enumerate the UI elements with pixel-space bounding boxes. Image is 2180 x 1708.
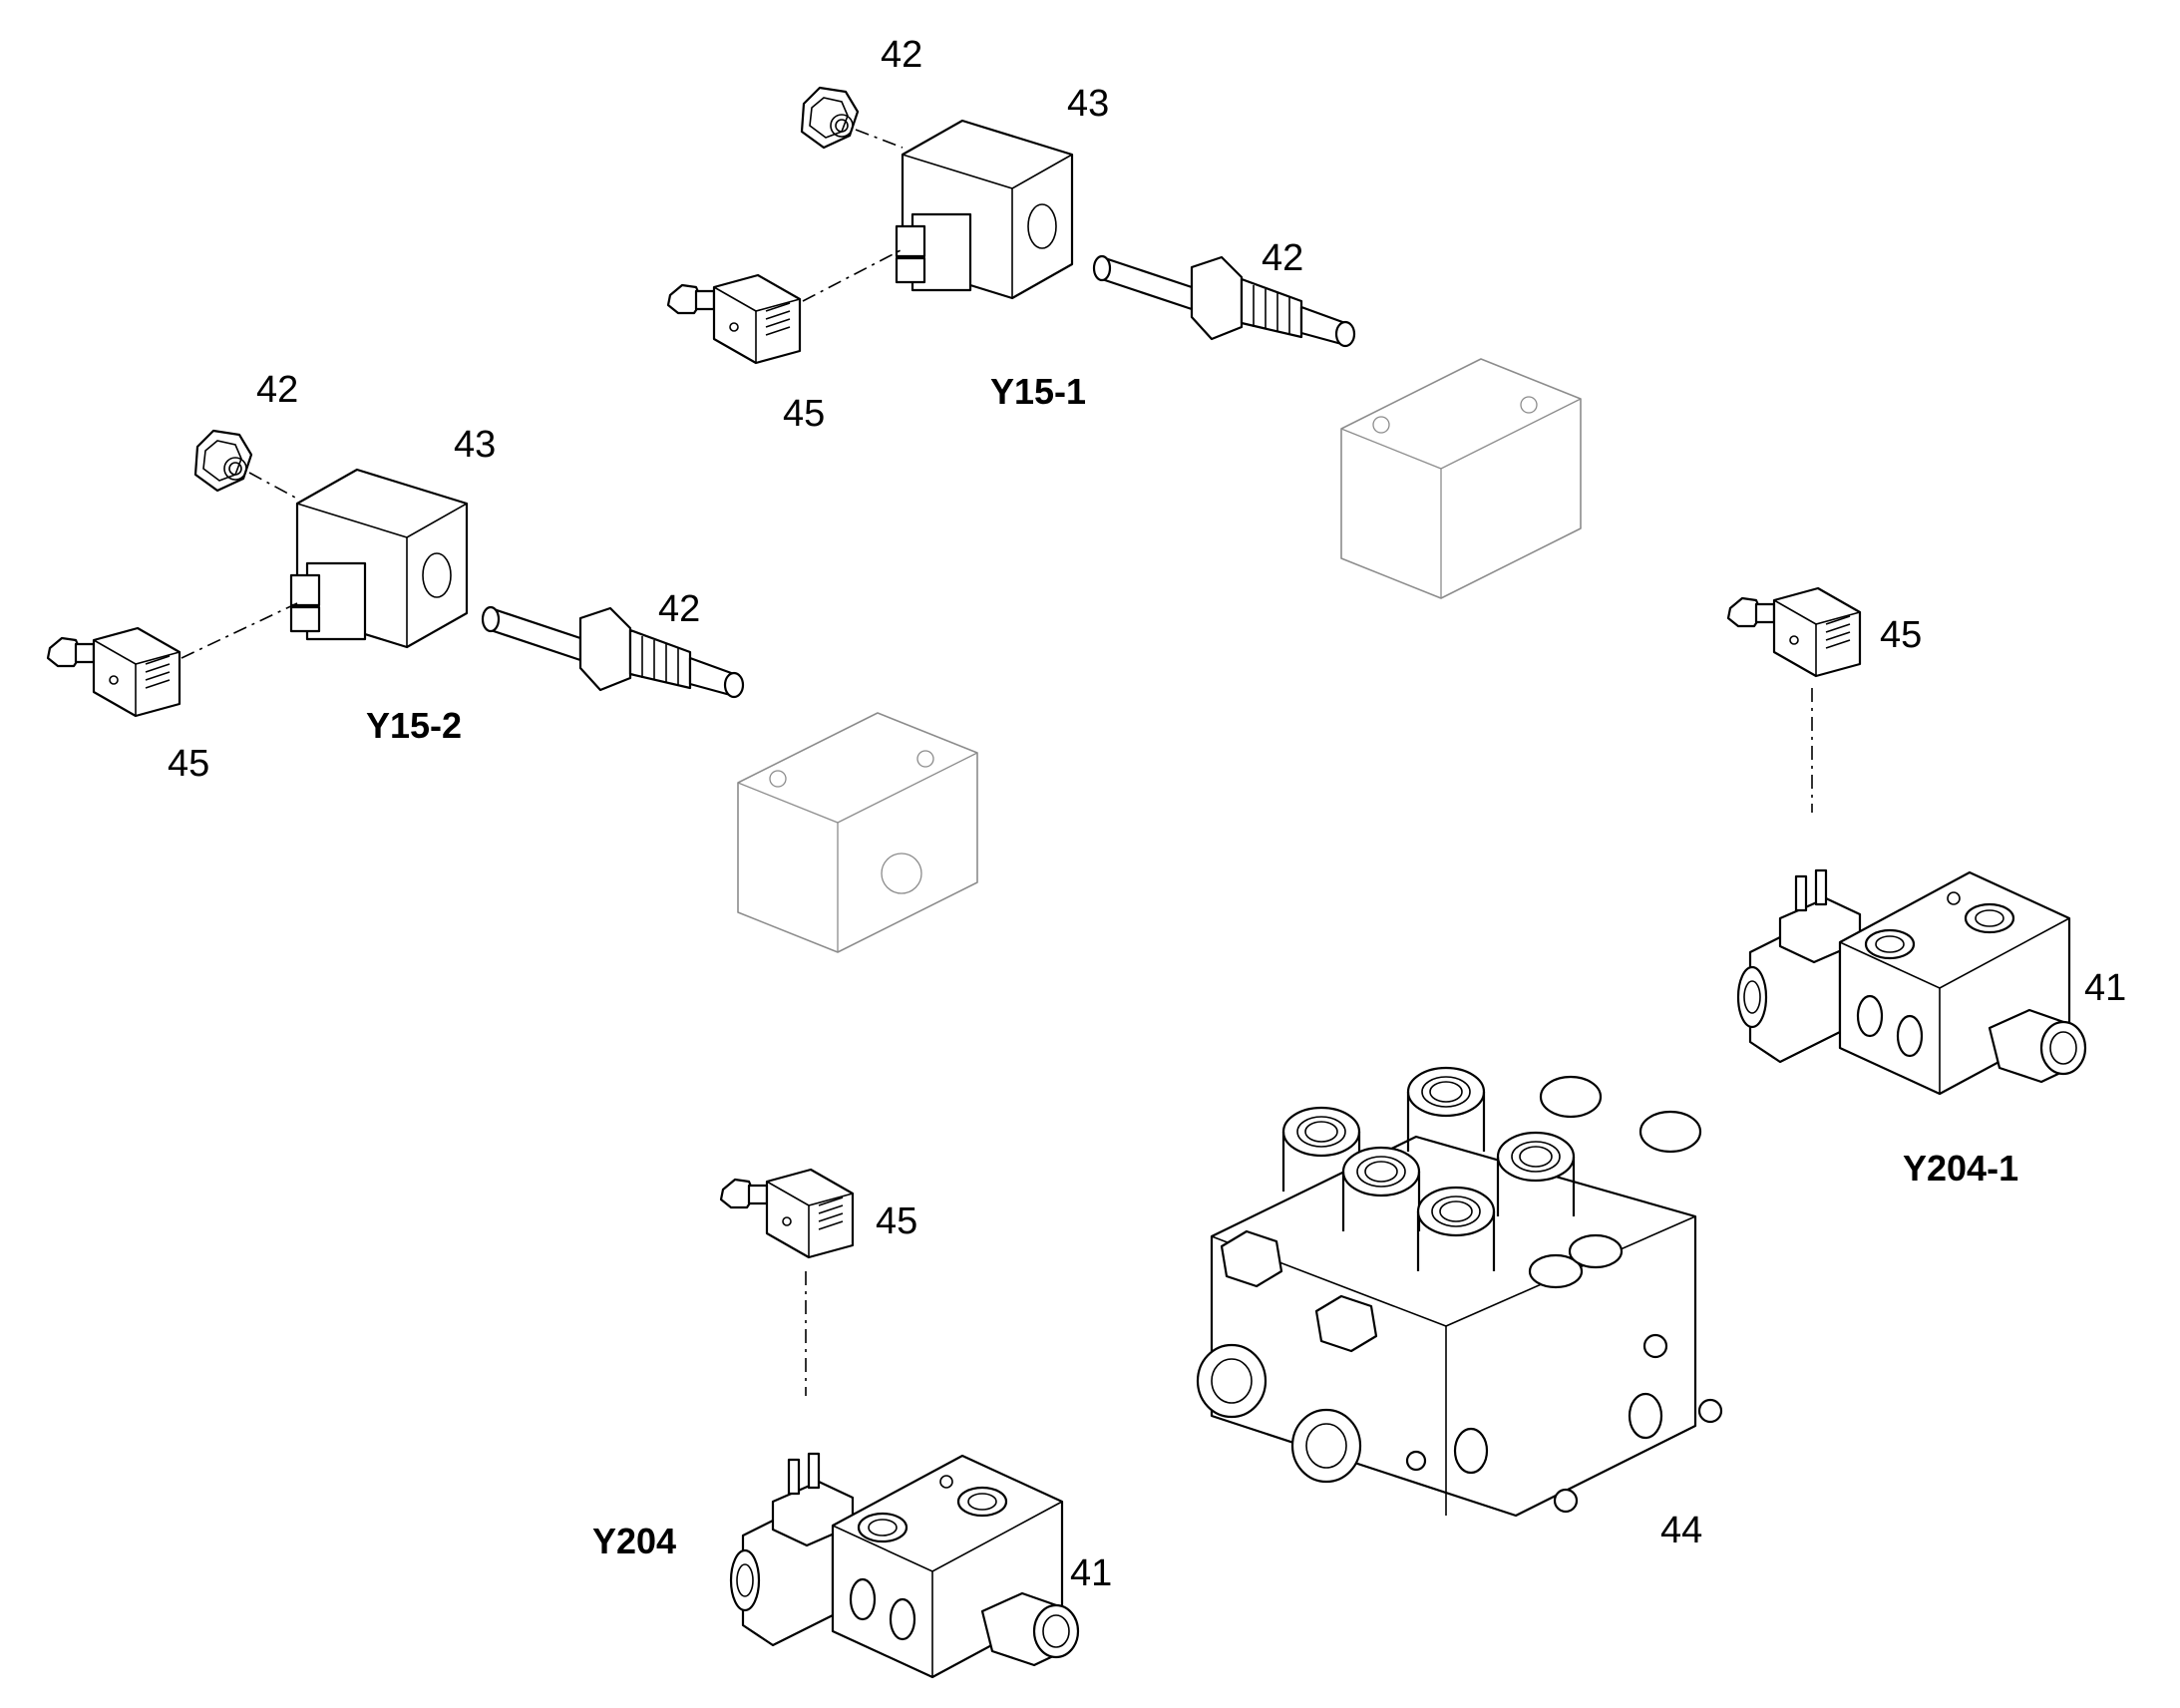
callout-45: 45 xyxy=(876,1200,917,1242)
callout-45: 45 xyxy=(1880,614,1922,656)
callout-42: 42 xyxy=(256,369,298,411)
callout-45: 45 xyxy=(168,743,209,785)
label-y204-1: Y204-1 xyxy=(1903,1148,2018,1189)
callout-42: 42 xyxy=(658,588,700,630)
callout-45: 45 xyxy=(783,393,825,435)
y204-1-assembly xyxy=(1726,586,2087,1096)
callout-41: 41 xyxy=(2084,967,2126,1009)
callout-41: 41 xyxy=(1070,1552,1112,1594)
label-y15-1: Y15-1 xyxy=(990,371,1086,412)
callout-42: 42 xyxy=(881,34,922,76)
y15-1-assembly xyxy=(666,86,1582,599)
y204-assembly xyxy=(719,1168,1080,1679)
callout-43: 43 xyxy=(454,424,496,466)
label-y204: Y204 xyxy=(592,1521,676,1561)
y15-2-assembly xyxy=(46,429,978,953)
control-valve-block-44 xyxy=(1196,1066,1723,1518)
callout-44: 44 xyxy=(1660,1510,1702,1551)
callout-43: 43 xyxy=(1067,83,1109,125)
callout-42: 42 xyxy=(1262,237,1303,279)
label-y15-2: Y15-2 xyxy=(366,705,462,746)
